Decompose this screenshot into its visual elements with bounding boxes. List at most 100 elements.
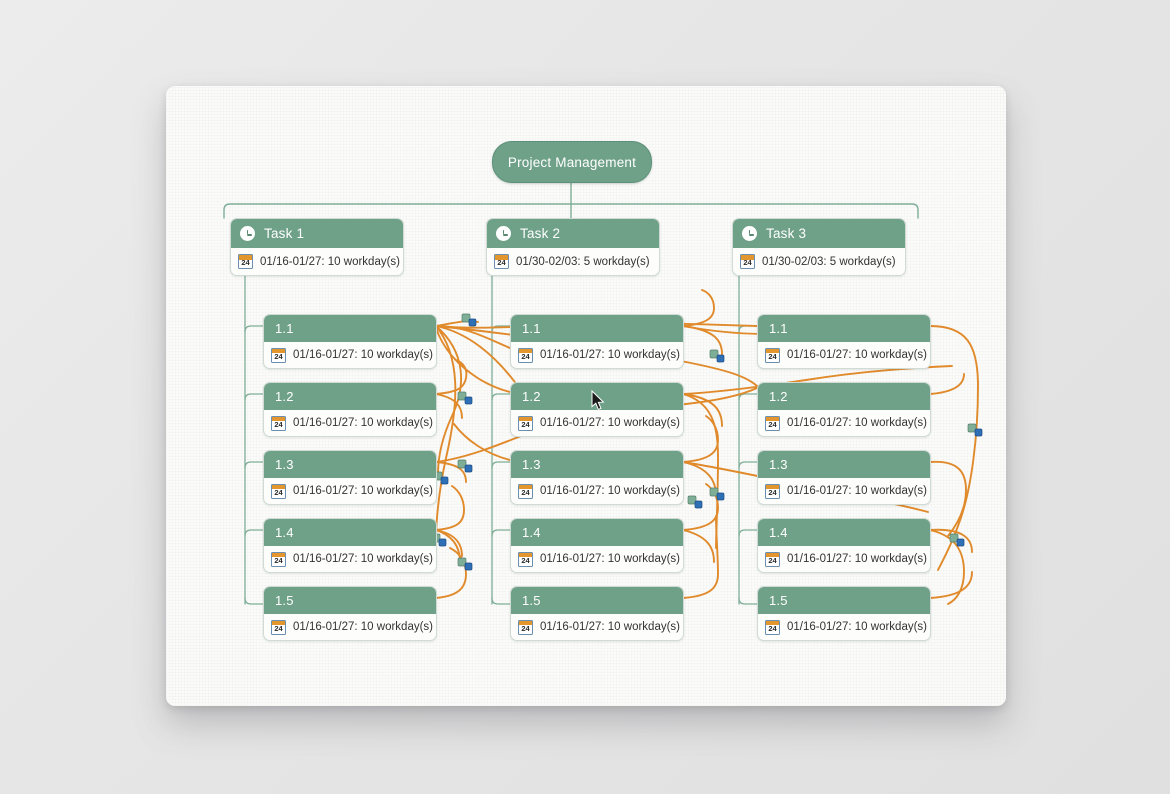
subtask-node-1-2-title: 1.2 (275, 389, 294, 404)
task-node-3-schedule: 01/30-02/03: 5 workday(s) (762, 255, 896, 268)
task-node-1-title: Task 1 (264, 226, 305, 241)
calendar-icon: 24 (518, 415, 533, 431)
calendar-icon-day: 24 (497, 258, 506, 267)
subtask-node-2-3-schedule-row: 24 01/16-01/27: 10 workday(s) (511, 478, 683, 504)
calendar-icon-top (766, 416, 779, 421)
subtask-node-2-5[interactable]: 1.5 24 01/16-01/27: 10 workday(s) (510, 586, 684, 641)
subtask-node-2-2-title: 1.2 (522, 389, 541, 404)
subtask-node-3-5-schedule: 01/16-01/27: 10 workday(s) (787, 621, 927, 633)
subtask-node-3-3[interactable]: 1.3 24 01/16-01/27: 10 workday(s) (757, 450, 931, 505)
task-node-3-schedule-row: 24 01/30-02/03: 5 workday(s) (733, 248, 905, 275)
calendar-icon: 24 (518, 483, 533, 499)
subtask-node-3-4-header: 1.4 (758, 519, 930, 546)
subtask-node-1-5-schedule-row: 24 01/16-01/27: 10 workday(s) (264, 614, 436, 640)
subtask-node-2-5-schedule: 01/16-01/27: 10 workday(s) (540, 621, 680, 633)
calendar-icon-day: 24 (521, 623, 530, 633)
clock-icon (496, 226, 511, 241)
calendar-icon: 24 (238, 254, 253, 269)
task-node-3[interactable]: Task 3 24 01/30-02/03: 5 workday(s) (732, 218, 906, 276)
calendar-icon-top (272, 620, 285, 625)
calendar-icon: 24 (271, 483, 286, 499)
calendar-icon-top (741, 255, 754, 260)
subtask-node-3-2-schedule-row: 24 01/16-01/27: 10 workday(s) (758, 410, 930, 436)
subtask-node-2-4-header: 1.4 (511, 519, 683, 546)
root-node[interactable]: Project Management (492, 141, 652, 183)
subtask-node-2-4-schedule: 01/16-01/27: 10 workday(s) (540, 553, 680, 565)
calendar-icon-day: 24 (768, 419, 777, 429)
subtask-node-3-4-schedule: 01/16-01/27: 10 workday(s) (787, 553, 927, 565)
calendar-icon-day: 24 (521, 351, 530, 361)
task-node-3-title: Task 3 (766, 226, 807, 241)
calendar-icon: 24 (518, 551, 533, 567)
calendar-icon-top (519, 620, 532, 625)
calendar-icon: 24 (494, 254, 509, 269)
calendar-icon: 24 (518, 619, 533, 635)
calendar-icon: 24 (271, 619, 286, 635)
calendar-icon-day: 24 (274, 487, 283, 497)
calendar-icon-top (519, 484, 532, 489)
root-node-label: Project Management (507, 154, 637, 170)
task-node-1[interactable]: Task 1 24 01/16-01/27: 10 workday(s) (230, 218, 404, 276)
subtask-node-3-3-schedule: 01/16-01/27: 10 workday(s) (787, 485, 927, 497)
calendar-icon-day: 24 (274, 419, 283, 429)
task-node-2-title: Task 2 (520, 226, 561, 241)
subtask-node-1-3-schedule-row: 24 01/16-01/27: 10 workday(s) (264, 478, 436, 504)
subtask-node-1-2[interactable]: 1.2 24 01/16-01/27: 10 workday(s) (263, 382, 437, 437)
subtask-node-3-2-header: 1.2 (758, 383, 930, 410)
subtask-node-2-1-schedule-row: 24 01/16-01/27: 10 workday(s) (511, 342, 683, 368)
subtask-node-3-2[interactable]: 1.2 24 01/16-01/27: 10 workday(s) (757, 382, 931, 437)
task-node-1-header: Task 1 (231, 219, 403, 248)
subtask-node-1-3[interactable]: 1.3 24 01/16-01/27: 10 workday(s) (263, 450, 437, 505)
task-node-1-schedule-row: 24 01/16-01/27: 10 workday(s) (231, 248, 403, 275)
calendar-icon-day: 24 (743, 258, 752, 267)
subtask-node-1-5[interactable]: 1.5 24 01/16-01/27: 10 workday(s) (263, 586, 437, 641)
calendar-icon-day: 24 (274, 623, 283, 633)
subtask-node-1-3-title: 1.3 (275, 457, 294, 472)
subtask-node-2-4-title: 1.4 (522, 525, 541, 540)
calendar-icon-day: 24 (768, 487, 777, 497)
subtask-node-3-1-schedule: 01/16-01/27: 10 workday(s) (787, 349, 927, 361)
calendar-icon-day: 24 (768, 351, 777, 361)
subtask-node-2-3[interactable]: 1.3 24 01/16-01/27: 10 workday(s) (510, 450, 684, 505)
subtask-node-2-1[interactable]: 1.1 24 01/16-01/27: 10 workday(s) (510, 314, 684, 369)
diagram-canvas[interactable]: Project Management Task 1 24 01/16-01/27… (166, 86, 1006, 706)
calendar-icon: 24 (765, 415, 780, 431)
calendar-icon-day: 24 (241, 258, 250, 267)
calendar-icon: 24 (271, 347, 286, 363)
subtask-node-3-1[interactable]: 1.1 24 01/16-01/27: 10 workday(s) (757, 314, 931, 369)
calendar-icon-top (495, 255, 508, 260)
clock-icon (240, 226, 255, 241)
calendar-icon-day: 24 (274, 555, 283, 565)
subtask-node-1-5-schedule: 01/16-01/27: 10 workday(s) (293, 621, 433, 633)
node-layer: Project Management Task 1 24 01/16-01/27… (166, 86, 1006, 706)
calendar-icon-day: 24 (521, 555, 530, 565)
subtask-node-1-4-schedule-row: 24 01/16-01/27: 10 workday(s) (264, 546, 436, 572)
subtask-node-2-4-schedule-row: 24 01/16-01/27: 10 workday(s) (511, 546, 683, 572)
subtask-node-1-1[interactable]: 1.1 24 01/16-01/27: 10 workday(s) (263, 314, 437, 369)
calendar-icon: 24 (271, 415, 286, 431)
calendar-icon-top (766, 552, 779, 557)
calendar-icon-top (239, 255, 252, 260)
subtask-node-2-4[interactable]: 1.4 24 01/16-01/27: 10 workday(s) (510, 518, 684, 573)
mouse-cursor-icon (591, 389, 607, 412)
calendar-icon-top (519, 552, 532, 557)
clock-icon (742, 226, 757, 241)
subtask-node-3-1-schedule-row: 24 01/16-01/27: 10 workday(s) (758, 342, 930, 368)
subtask-node-3-1-title: 1.1 (769, 321, 788, 336)
calendar-icon-day: 24 (768, 555, 777, 565)
subtask-node-3-4-title: 1.4 (769, 525, 788, 540)
subtask-node-3-5-header: 1.5 (758, 587, 930, 614)
subtask-node-1-4[interactable]: 1.4 24 01/16-01/27: 10 workday(s) (263, 518, 437, 573)
subtask-node-3-2-title: 1.2 (769, 389, 788, 404)
calendar-icon-top (272, 348, 285, 353)
task-node-2-schedule-row: 24 01/30-02/03: 5 workday(s) (487, 248, 659, 275)
task-node-2[interactable]: Task 2 24 01/30-02/03: 5 workday(s) (486, 218, 660, 276)
subtask-node-3-5-title: 1.5 (769, 593, 788, 608)
subtask-node-1-2-schedule: 01/16-01/27: 10 workday(s) (293, 417, 433, 429)
subtask-node-3-5[interactable]: 1.5 24 01/16-01/27: 10 workday(s) (757, 586, 931, 641)
subtask-node-3-4[interactable]: 1.4 24 01/16-01/27: 10 workday(s) (757, 518, 931, 573)
subtask-node-3-3-title: 1.3 (769, 457, 788, 472)
calendar-icon: 24 (765, 483, 780, 499)
task-node-3-header: Task 3 (733, 219, 905, 248)
subtask-node-1-1-title: 1.1 (275, 321, 294, 336)
